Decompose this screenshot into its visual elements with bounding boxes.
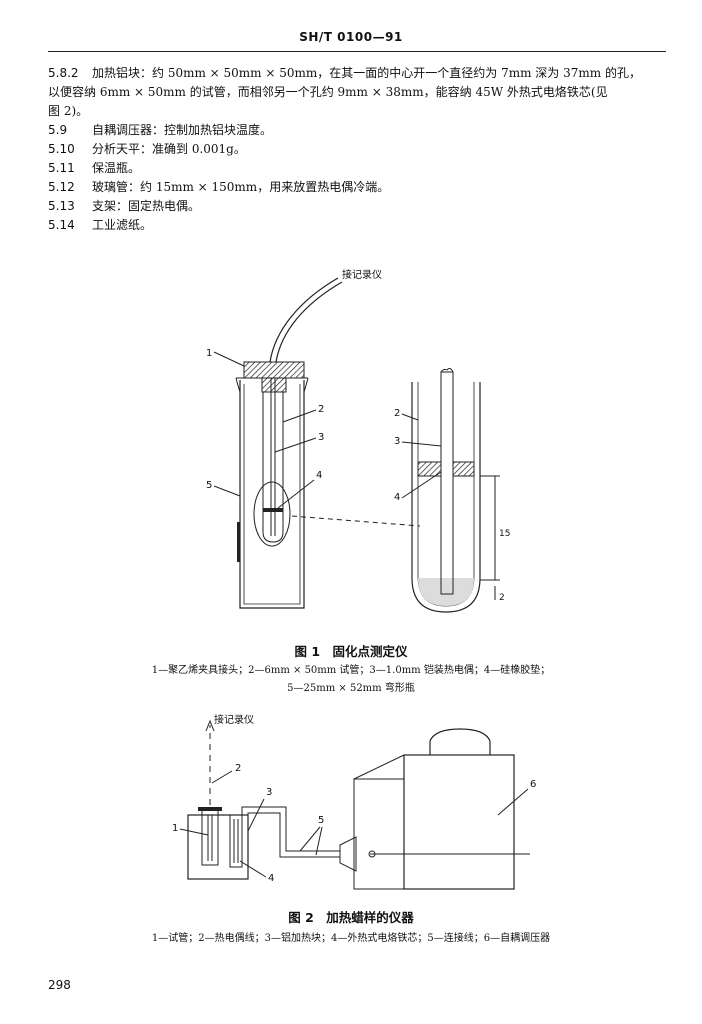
item-text: 工业滤纸。 bbox=[92, 218, 153, 232]
fig2-label-2: 2 bbox=[235, 763, 241, 774]
dim-2: 2 bbox=[499, 593, 505, 603]
item-text: 保温瓶。 bbox=[92, 161, 141, 175]
header-rule bbox=[48, 51, 666, 52]
page-header: SH/T 0100—91 bbox=[299, 30, 403, 44]
fig1-detail-label-3: 3 bbox=[394, 436, 400, 447]
clamp-joint bbox=[243, 361, 305, 379]
item-number: 5.12 bbox=[48, 180, 75, 194]
thermocouple-cable bbox=[269, 277, 339, 363]
item-5-8-2-cont2: 图 2)。 bbox=[48, 102, 668, 121]
fig1-detail-label-2: 2 bbox=[394, 408, 400, 419]
figure-2-legend: 1—试管；2—热电偶线；3—铝加热块；4—外热式电烙铁芯；5—连接线；6—自耦调… bbox=[151, 933, 551, 944]
auto-transformer bbox=[403, 754, 515, 890]
item-text: 图 2)。 bbox=[48, 104, 89, 118]
fig1-label-4: 4 bbox=[316, 470, 322, 481]
curved-bottle bbox=[239, 380, 305, 609]
fig2-label-1: 1 bbox=[172, 823, 178, 834]
item-text: 以便容纳 6mm × 50mm 的试管，而相邻另一个孔约 9mm × 38mm，… bbox=[48, 85, 608, 99]
item-number: 5.11 bbox=[48, 161, 75, 175]
fig2-label-6: 6 bbox=[530, 779, 536, 790]
item-5-10: 5.10 分析天平：准确到 0.001g。 bbox=[48, 140, 668, 159]
fig2-label-3: 3 bbox=[266, 787, 272, 798]
page-number: 298 bbox=[48, 978, 71, 992]
detail-outer-tube bbox=[411, 382, 481, 613]
item-text: 加热铝块：约 50mm × 50mm × 50mm，在其一面的中心开一个直径约为… bbox=[92, 66, 641, 80]
item-5-8-2: 5.8.2 加热铝块：约 50mm × 50mm × 50mm，在其一面的中心开一… bbox=[48, 64, 668, 83]
item-number: 5.8.2 bbox=[48, 66, 79, 80]
label-recorder-fig1: 接记录仪 bbox=[342, 268, 382, 281]
item-number: 5.14 bbox=[48, 218, 75, 232]
item-5-8-2-cont1: 以便容纳 6mm × 50mm 的试管，而相邻另一个孔约 9mm × 38mm，… bbox=[48, 83, 668, 102]
fig2-label-5: 5 bbox=[318, 815, 324, 826]
item-5-14: 5.14 工业滤纸。 bbox=[48, 216, 668, 235]
item-number: 5.9 bbox=[48, 123, 68, 137]
item-5-11: 5.11 保温瓶。 bbox=[48, 159, 668, 178]
figure-1-caption: 图 1 固化点测定仪 bbox=[294, 644, 408, 659]
figure-1-legend-line1: 1—聚乙烯夹具接头；2—6mm × 50mm 试管；3—1.0mm 铠装热电偶；… bbox=[151, 665, 551, 676]
figure-2-diagram: 接记录仪 2 1 3 4 5 6 bbox=[172, 713, 536, 890]
item-5-9: 5.9 自耦调压器：控制加热铝块温度。 bbox=[48, 121, 668, 140]
item-5-12: 5.12 玻璃管：约 15mm × 150mm，用来放置热电偶冷端。 bbox=[48, 178, 668, 197]
item-number: 5.13 bbox=[48, 199, 75, 213]
dim-15: 15 bbox=[499, 529, 510, 539]
fig1-label-1: 1 bbox=[206, 348, 212, 359]
figure-2-caption: 图 2 加热蜡样的仪器 bbox=[288, 910, 414, 925]
figure-1-diagram: 接记录仪 1 2 3 4 5 15 2 2 3 4 bbox=[206, 268, 510, 613]
item-5-13: 5.13 支架：固定热电偶。 bbox=[48, 197, 668, 216]
silicone-pad bbox=[263, 508, 283, 512]
item-text: 自耦调压器：控制加热铝块温度。 bbox=[92, 123, 273, 137]
fig1-detail-label-4: 4 bbox=[394, 492, 400, 503]
item-number: 5.10 bbox=[48, 142, 75, 156]
item-text: 支架：固定热电偶。 bbox=[92, 199, 201, 213]
fig1-label-3: 3 bbox=[318, 432, 324, 443]
fig1-label-2: 2 bbox=[318, 404, 324, 415]
fig2-label-4: 4 bbox=[268, 873, 274, 884]
figure-1-legend-line2: 5—25mm × 52mm 弯形瓶 bbox=[287, 683, 415, 694]
item-text: 分析天平：准确到 0.001g。 bbox=[92, 142, 246, 156]
item-text: 玻璃管：约 15mm × 150mm，用来放置热电偶冷端。 bbox=[92, 180, 390, 194]
label-recorder-fig2: 接记录仪 bbox=[214, 713, 254, 726]
fig1-label-5: 5 bbox=[206, 480, 212, 491]
body-text: 5.8.2 加热铝块：约 50mm × 50mm × 50mm，在其一面的中心开一… bbox=[48, 64, 668, 235]
